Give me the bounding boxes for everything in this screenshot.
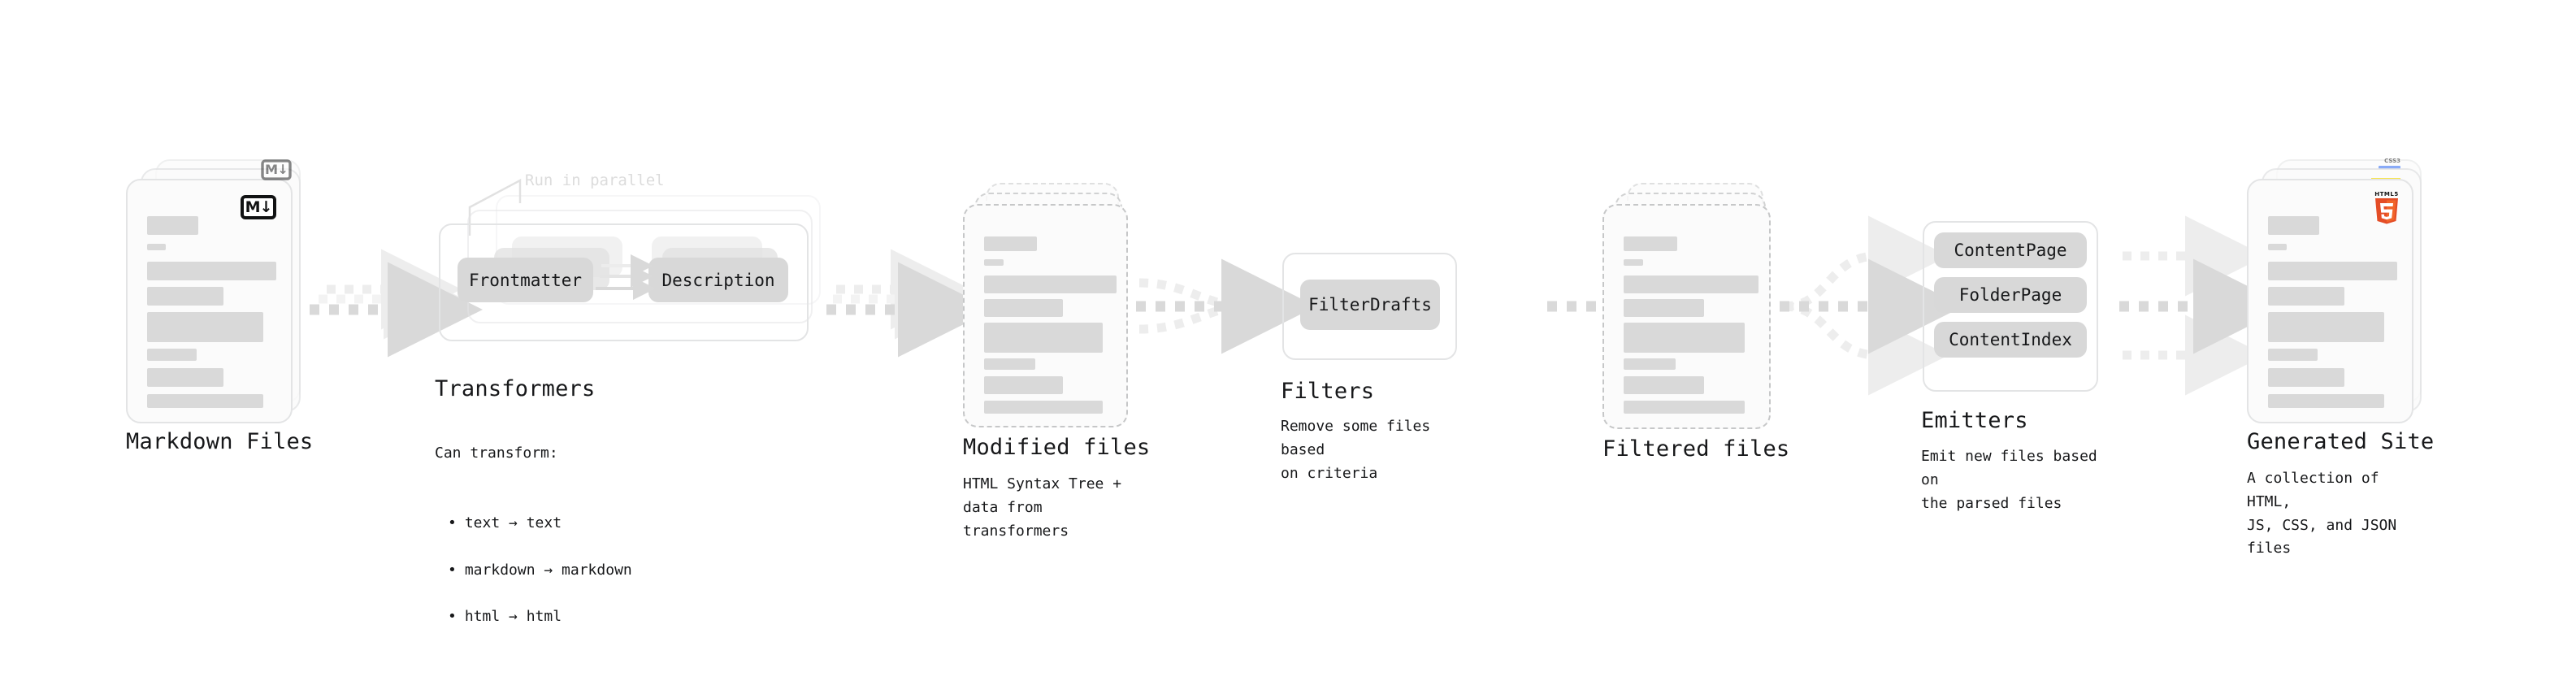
skeleton-bar: [1624, 323, 1745, 353]
stage-title-filters: Filters: [1281, 379, 1375, 404]
connector-markdown-to-transformers: [310, 249, 483, 358]
skeleton-bar: [2268, 368, 2344, 387]
stage-title-emitters: Emitters: [1921, 408, 2028, 433]
skeleton-bar: [2268, 287, 2344, 306]
skeleton-bar: [1624, 358, 1676, 370]
connector-filtered-to-emitters: [1780, 215, 1963, 396]
filters-description: Remove some files based on criteria: [1281, 418, 1431, 482]
markdown-card-front: M↓: [126, 179, 293, 423]
skeleton-bar: [147, 287, 223, 306]
filter-chip-filterdrafts[interactable]: FilterDrafts: [1300, 280, 1440, 330]
skeleton-bar: [1624, 376, 1704, 394]
transformers-bullet-list: text → text markdown → markdown html → h…: [435, 488, 632, 653]
connector-transformers-to-modified: [826, 249, 993, 358]
transformers-bullet-0: text → text: [448, 512, 632, 536]
stage-filtered-files: Filtered files: [1602, 183, 1789, 462]
filtered-card-front: [1602, 204, 1771, 429]
emitter-chip-contentpage[interactable]: ContentPage: [1934, 232, 2087, 268]
stage-transformers: Frontmatter Description Run in parallel …: [435, 171, 837, 625]
skeleton-bar: [147, 262, 276, 280]
stage-title-filtered-files: Filtered files: [1602, 436, 1790, 462]
skeleton-bar: [2268, 394, 2384, 408]
transformer-chip-frontmatter[interactable]: Frontmatter: [458, 258, 593, 302]
skeleton-bar: [2268, 312, 2384, 342]
stage-markdown-files: M↓ M↓ Markdown Files: [126, 159, 313, 454]
skeleton-bar: [1624, 236, 1677, 251]
skeleton-bar: [1624, 259, 1643, 266]
css3-badge-icon: [2379, 166, 2400, 169]
emitters-group: [1923, 221, 2098, 392]
skeleton-bar: [984, 299, 1063, 317]
site-card-front: HTML5: [2247, 179, 2413, 423]
transformers-group-front: [439, 223, 809, 341]
stage-emitters: ContentPage FolderPage ContentIndex Emit…: [1921, 221, 2098, 512]
skeleton-bar: [984, 323, 1103, 353]
transformers-description: Can transform: text → text markdown → ma…: [435, 419, 632, 676]
html5-badge-label: HTML5: [2374, 191, 2399, 197]
skeleton-bar: [984, 236, 1037, 251]
connector-modified-to-filters: [1136, 258, 1316, 354]
modified-files-description: HTML Syntax Tree + data from transformer…: [963, 475, 1122, 540]
emitter-chip-folderpage[interactable]: FolderPage: [1934, 277, 2087, 313]
skeleton-bar: [984, 401, 1103, 414]
transformers-description-heading: Can transform:: [435, 444, 558, 462]
skeleton-bar: [984, 358, 1035, 370]
markdown-badge-icon: M↓: [241, 195, 276, 219]
stage-filters: FilterDrafts Filters Remove some files b…: [1281, 253, 1457, 482]
transformers-bullet-2: html → html: [448, 605, 632, 629]
transformer-chip-description[interactable]: Description: [648, 258, 788, 302]
html5-badge-icon: HTML5: [2373, 192, 2400, 224]
skeleton-bar: [1624, 299, 1704, 317]
skeleton-bar: [147, 368, 223, 387]
stage-title-generated-site: Generated Site: [2247, 429, 2435, 454]
skeleton-bar: [2268, 244, 2287, 250]
generated-site-description: A collection of HTML, JS, CSS, and JSON …: [2247, 470, 2397, 557]
skeleton-bar: [984, 275, 1117, 293]
emitter-chip-contentindex[interactable]: ContentIndex: [1934, 322, 2087, 358]
skeleton-bar: [1624, 401, 1745, 414]
parallel-label: Run in parallel: [525, 171, 665, 189]
skeleton-bar: [1624, 275, 1759, 293]
skeleton-bar: [147, 312, 263, 342]
transformers-inner-arrows: [596, 254, 656, 300]
filters-group: [1282, 253, 1457, 360]
emitters-description: Emit new files based on the parsed files: [1921, 448, 2097, 512]
css3-badge-label: CSS3: [2384, 158, 2400, 164]
skeleton-bar: [147, 244, 166, 250]
stage-title-modified-files: Modified files: [963, 435, 1151, 460]
skeleton-bar: [147, 394, 263, 408]
stage-modified-files: Modified files HTML Syntax Tree + data f…: [963, 183, 1150, 540]
skeleton-bar: [984, 259, 1004, 266]
skeleton-bar: [984, 376, 1063, 394]
markdown-badge-icon-ghost: M↓: [261, 159, 292, 180]
stage-generated-site: CSS3 HTML5: [2247, 158, 2434, 557]
skeleton-bar: [2268, 216, 2319, 235]
skeleton-bar: [147, 349, 197, 361]
transformers-bullet-1: markdown → markdown: [448, 559, 632, 583]
stage-title-markdown-files: Markdown Files: [126, 429, 314, 454]
skeleton-bar: [147, 216, 198, 235]
connector-emitters-to-site: [2119, 215, 2288, 396]
skeleton-bar: [2268, 262, 2397, 280]
skeleton-bar: [2268, 349, 2318, 361]
stage-title-transformers: Transformers: [435, 376, 596, 401]
modified-card-front: [963, 204, 1128, 427]
